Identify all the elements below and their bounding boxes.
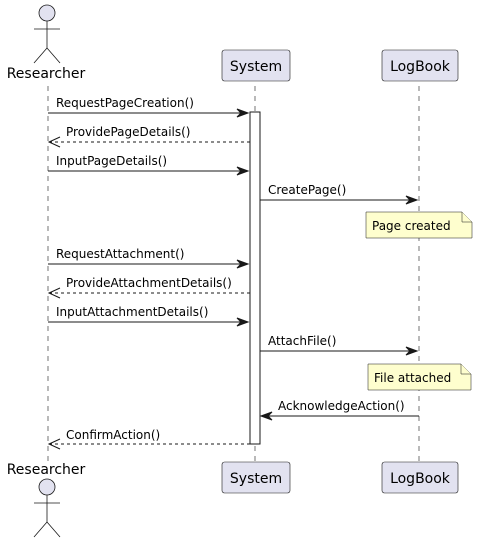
message-9: AcknowledgeAction() [259,399,419,421]
note-label: File attached [374,371,451,385]
open-arrowhead-icon [47,287,61,299]
arrowhead-icon [236,166,250,176]
arrowhead-icon [405,195,419,205]
message-label: RequestAttachment() [56,247,184,261]
arrowhead-icon [236,317,250,327]
message-6: ProvideAttachmentDetails() [47,276,250,299]
note-shape [365,211,473,239]
participant-label-system-top: System [230,59,282,75]
arrowhead-icon [405,346,419,356]
message-label: ProvideAttachmentDetails() [66,276,232,290]
message-label: InputAttachmentDetails() [56,305,208,319]
actor-researcher-bottom: Researcher [7,462,86,538]
actor-label-researcher-top: Researcher [7,66,86,82]
arrowhead-icon [259,411,273,421]
message-2: ProvidePageDetails() [47,125,250,148]
arrowhead-icon [236,108,250,118]
participant-logbook-bottom: LogBook [381,461,459,494]
message-label: ConfirmAction() [66,428,160,442]
message-label: CreatePage() [268,183,346,197]
note-fold [461,212,472,223]
participant-system-top: System [221,49,291,82]
arrowhead-icon [236,259,250,269]
participant-box-system-top [221,49,291,82]
actor-leg-left [33,47,48,64]
actor-label-researcher-bottom: Researcher [7,462,86,478]
message-label: AcknowledgeAction() [278,399,405,413]
message-1: RequestPageCreation() [48,96,250,118]
actor-head-icon [38,478,56,496]
activation-bar-system [249,111,261,445]
actor-leg-right [46,521,61,538]
actor-researcher-top: Researcher [7,4,86,82]
participant-label-logbook-top: LogBook [390,59,451,75]
message-10: ConfirmAction() [47,428,250,450]
participant-logbook-top: LogBook [381,49,459,82]
message-7: InputAttachmentDetails() [48,305,250,327]
participant-label-system-bottom: System [230,471,282,487]
participant-box-logbook-bottom [381,461,459,494]
message-label: AttachFile() [268,334,336,348]
message-label: ProvidePageDetails() [66,125,191,139]
participant-system-bottom: System [221,461,291,494]
actor-leg-left [33,521,48,538]
open-arrowhead-icon [47,136,61,148]
actor-leg-right [46,47,61,64]
participant-box-logbook-top [381,49,459,82]
note-shape [367,363,472,391]
message-label: RequestPageCreation() [56,96,194,110]
note-file-attached: File attached [367,363,472,391]
note-fold [460,364,471,375]
participant-label-logbook-bottom: LogBook [390,471,451,487]
message-4: CreatePage() [260,183,419,205]
note-page-created: Page created [365,211,473,239]
message-3: InputPageDetails() [48,154,250,176]
participant-box-system-bottom [221,461,291,494]
message-5: RequestAttachment() [48,247,250,269]
note-label: Page created [372,219,451,233]
message-label: InputPageDetails() [56,154,167,168]
actor-head-icon [38,4,56,22]
message-8: AttachFile() [260,334,419,356]
open-arrowhead-icon [47,438,61,450]
